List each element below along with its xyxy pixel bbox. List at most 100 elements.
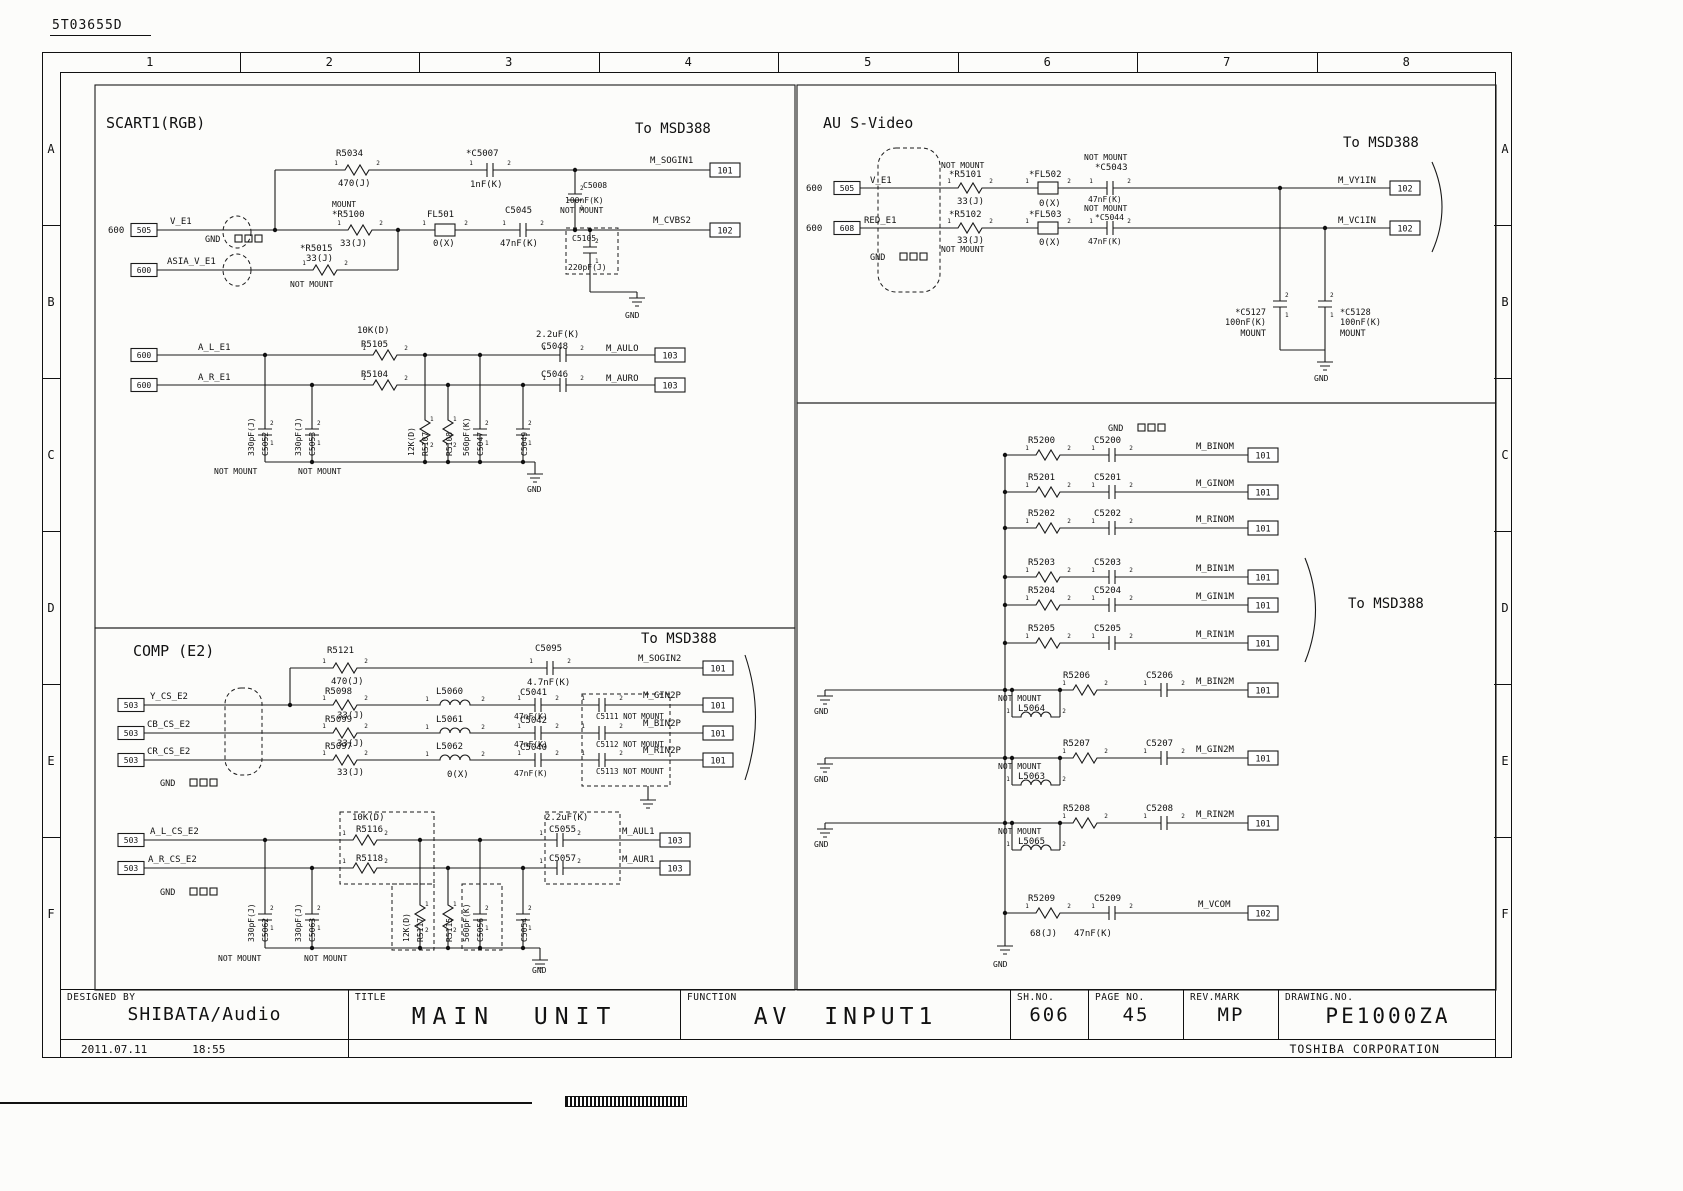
page-ref-number: 101 bbox=[710, 702, 725, 712]
label: 2 bbox=[1127, 178, 1131, 185]
column-label: 4 bbox=[684, 55, 692, 69]
page-ref-box bbox=[702, 725, 734, 741]
resistor bbox=[367, 378, 403, 392]
label: ASIA_V_E1 bbox=[167, 257, 216, 267]
label: 2 bbox=[580, 375, 584, 382]
label: 2 bbox=[595, 238, 599, 245]
label: 0(X) bbox=[1039, 199, 1061, 209]
label: M_AUR1 bbox=[622, 855, 655, 865]
label: C5200 bbox=[1094, 436, 1121, 446]
filter-body bbox=[1037, 181, 1059, 195]
frame-outer-border bbox=[42, 52, 1512, 1058]
source-ref-box bbox=[130, 377, 158, 393]
label: C5208 bbox=[1146, 804, 1173, 814]
gnd-tag-box bbox=[1147, 423, 1156, 432]
label: 2 bbox=[453, 927, 457, 934]
label: CR_CS_E2 bbox=[147, 747, 190, 757]
page-ref-number: 101 bbox=[1255, 820, 1270, 830]
source-ref-box bbox=[130, 347, 158, 363]
row-tick-left bbox=[42, 837, 60, 839]
cell-sh-no: SH.NO. 606 bbox=[1011, 990, 1089, 1039]
inductor bbox=[431, 727, 479, 734]
label: R5116 bbox=[356, 825, 383, 835]
section-box bbox=[94, 84, 796, 629]
label: GND bbox=[993, 960, 1008, 969]
label: 1 bbox=[425, 901, 429, 908]
label: To MSD388 bbox=[1348, 596, 1424, 612]
dashed-outline bbox=[224, 687, 263, 776]
page-ref-number: 103 bbox=[662, 382, 677, 392]
junction-dot bbox=[272, 227, 278, 233]
label: GND bbox=[527, 485, 542, 494]
label: 1 bbox=[430, 416, 434, 423]
label: GND bbox=[1314, 374, 1329, 383]
label: L5061 bbox=[436, 715, 463, 725]
junction-dot bbox=[477, 837, 483, 843]
label: A_L_CS_E2 bbox=[150, 827, 199, 837]
page-ref-number: 102 bbox=[1397, 185, 1412, 195]
label: 1 bbox=[1091, 445, 1095, 452]
label: 1 bbox=[1091, 595, 1095, 602]
page-ref-number: 103 bbox=[662, 352, 677, 362]
label: 2 bbox=[1127, 218, 1131, 225]
source-ref-number: 503 bbox=[124, 756, 139, 765]
resistor bbox=[367, 348, 403, 362]
gnd-net-tag: GND bbox=[160, 888, 175, 898]
capacitor bbox=[1096, 448, 1128, 462]
capacitor bbox=[516, 901, 530, 933]
junction-dot bbox=[287, 702, 293, 708]
label: C5040 bbox=[520, 743, 547, 753]
label: NOT MOUNT bbox=[304, 954, 348, 963]
filter-body bbox=[434, 223, 456, 237]
page-ref-number: 101 bbox=[1255, 489, 1270, 499]
label: C5053 bbox=[308, 432, 317, 456]
junction-dot bbox=[572, 167, 578, 173]
junction-dot bbox=[445, 945, 451, 951]
ground-symbol bbox=[640, 794, 656, 809]
label: R5108 bbox=[445, 432, 454, 456]
junction-dot bbox=[1002, 687, 1008, 693]
label: 2 bbox=[425, 927, 429, 934]
row-tick-left bbox=[42, 225, 60, 227]
resistor bbox=[327, 698, 363, 712]
group-bracket bbox=[1431, 161, 1443, 253]
label: 2 bbox=[1067, 518, 1071, 525]
junction-dot bbox=[1057, 820, 1063, 826]
label: C5045 bbox=[505, 206, 532, 216]
label: 1 bbox=[1025, 178, 1029, 185]
label: 2 bbox=[1067, 218, 1071, 225]
label: C5202 bbox=[1094, 509, 1121, 519]
column-tick bbox=[239, 52, 241, 72]
label: C5207 bbox=[1146, 739, 1173, 749]
label: 2 bbox=[619, 750, 623, 757]
page-ref-box bbox=[1247, 682, 1279, 698]
gnd-tag-box bbox=[209, 887, 218, 896]
column-label: 7 bbox=[1223, 55, 1231, 69]
label: 1 bbox=[485, 925, 489, 932]
document-number: 5T03655D bbox=[50, 18, 151, 36]
label: C5041 bbox=[520, 688, 547, 698]
title-value: MAIN UNIT bbox=[411, 1004, 618, 1030]
label: M_AULO bbox=[606, 344, 639, 354]
label: A_R_E1 bbox=[198, 373, 231, 383]
label: 2 bbox=[1104, 813, 1108, 820]
footer-line bbox=[0, 1102, 532, 1104]
capacitor bbox=[473, 416, 487, 448]
label: 33(J) bbox=[340, 239, 367, 249]
row-label-right: C bbox=[1501, 447, 1509, 462]
page-ref-number: 101 bbox=[1255, 687, 1270, 697]
label: R5099 bbox=[325, 715, 352, 725]
label: 2 bbox=[989, 218, 993, 225]
label: 560pF(K) bbox=[462, 417, 471, 456]
page-ref-number: 101 bbox=[1255, 574, 1270, 584]
junction-dot bbox=[520, 865, 526, 871]
label: 33(J) bbox=[957, 197, 984, 207]
label: M_RIN2M bbox=[1196, 810, 1235, 820]
capacitor bbox=[473, 901, 487, 933]
label: M_VY1IN bbox=[1338, 176, 1376, 186]
label: 1 bbox=[1143, 680, 1147, 687]
column-label: 1 bbox=[146, 55, 154, 69]
resistor bbox=[327, 726, 363, 740]
label: 2 bbox=[1067, 567, 1071, 574]
label: A_R_CS_E2 bbox=[148, 855, 197, 865]
